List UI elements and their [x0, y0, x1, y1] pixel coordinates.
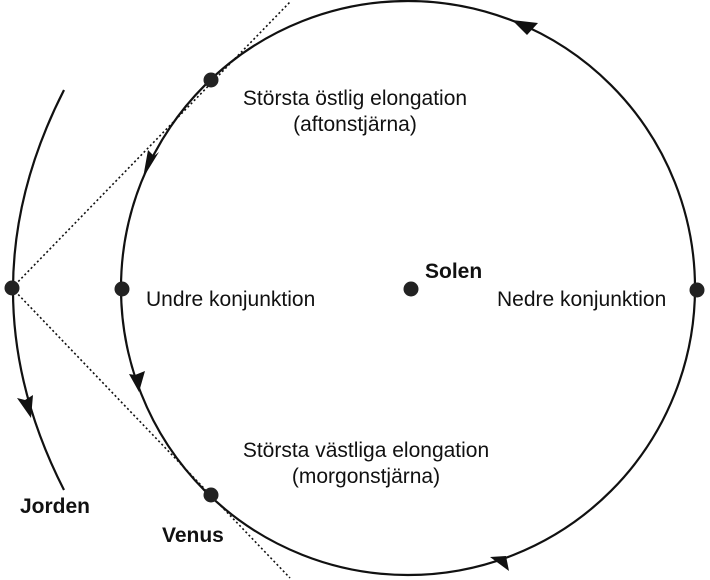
earth-orbit-arrow: [17, 395, 33, 418]
greatest-west-elongation-title: Största västliga elongation: [242, 439, 490, 462]
orbit-arrow-lower-left: [129, 371, 145, 392]
orbit-arrow-bottom: [490, 556, 509, 571]
orbit-arrow-top: [512, 20, 538, 35]
earth-label: Jorden: [20, 495, 91, 518]
greatest-east-elongation-label: Största östlig elongation (aftonstjärna): [243, 86, 467, 139]
sightline-west: [11, 287, 291, 579]
sun-label: Solen: [425, 260, 483, 283]
sightline-east: [11, 1, 291, 289]
superior-conjunction-label: Nedre konjunktion: [497, 288, 667, 311]
inferior-conjunction-label: Undre konjunktion: [146, 288, 316, 311]
greatest-east-elongation-dot: [203, 72, 219, 88]
greatest-west-elongation-dot: [203, 487, 219, 503]
superior-conjunction-dot: [689, 282, 705, 298]
earth-dot: [4, 280, 20, 296]
venus-label: Venus: [162, 524, 224, 547]
greatest-west-elongation-note: (morgonstjärna): [291, 465, 441, 489]
sun-dot: [403, 281, 419, 297]
orbit-arrow-upper-left: [143, 150, 159, 178]
greatest-east-elongation-title: Största östlig elongation: [242, 87, 468, 110]
greatest-west-elongation-label: Största västliga elongation (morgonstjär…: [243, 438, 489, 491]
earth-orbit: [12, 89, 65, 491]
inferior-conjunction-dot: [114, 281, 130, 297]
greatest-east-elongation-note: (aftonstjärna): [293, 113, 417, 137]
